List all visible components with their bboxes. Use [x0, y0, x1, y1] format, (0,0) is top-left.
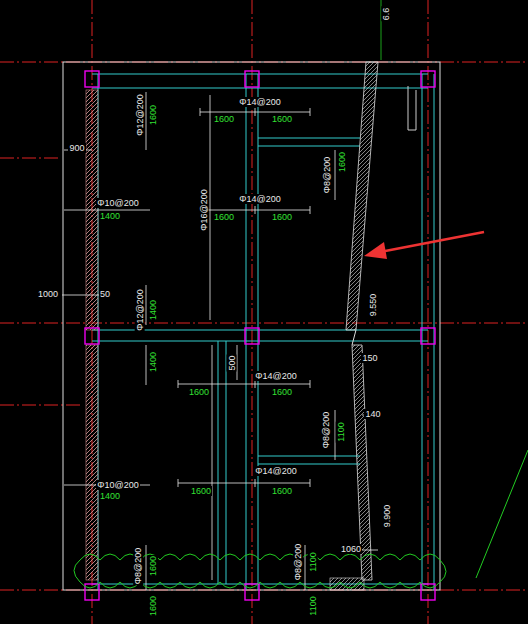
rebar-text: Φ8@200 [321, 411, 331, 449]
dimension-text: 1600 [213, 114, 235, 124]
dimension-text: 1600 [188, 387, 210, 397]
rebar-text: Φ8@200 [293, 543, 303, 581]
rebar-text: 6.6 [381, 7, 391, 22]
dimension-text: 1600 [271, 114, 293, 124]
dimension-text: 1100 [308, 595, 318, 616]
dimension-text: 1400 [148, 299, 158, 321]
dimension-text: 1600 [148, 595, 158, 617]
dimension-text: 1600 [271, 486, 293, 496]
dimension-text: 1600 [271, 212, 293, 222]
rebar-text: 140 [364, 409, 381, 419]
rebar-text: 1060 [340, 544, 362, 554]
rebar-text: Φ14@200 [238, 97, 281, 107]
rebar-text: Φ12@200 [135, 288, 145, 331]
rebar-text: Φ14@200 [238, 194, 281, 204]
rebar-text: Φ14@200 [254, 466, 297, 476]
dimension-text: 1600 [337, 151, 347, 173]
dimension-text: 1400 [99, 491, 121, 501]
dimension-text: 1600 [190, 486, 212, 496]
rebar-text: 500 [227, 354, 237, 371]
rebar-text: 900 [68, 143, 85, 153]
dimension-text: 1400 [99, 211, 121, 221]
rebar-text: Φ10@200 [96, 480, 139, 490]
rebar-text: Φ10@200 [96, 198, 139, 208]
rebar-text: 50 [99, 289, 111, 299]
rebar-text: Φ8@200 [133, 547, 143, 585]
dimension-text: 1100 [308, 551, 318, 572]
rebar-text: 9.550 [368, 293, 378, 318]
rebar-text: Φ12@200 [135, 93, 145, 136]
dimension-text: 1600 [148, 104, 158, 126]
rebar-text: 150 [361, 353, 378, 363]
dimension-text: 1600 [148, 555, 158, 577]
rebar-text: 9.900 [382, 504, 392, 529]
dimension-text: 1600 [213, 212, 235, 222]
rebar-text: 1000 [37, 289, 59, 299]
rebar-text: Φ16@200 [199, 188, 209, 231]
rebar-text: Φ8@200 [322, 156, 332, 194]
dimension-text: 1100 [336, 421, 346, 442]
dimension-text: 1600 [271, 387, 293, 397]
dimension-text: 1400 [148, 351, 158, 373]
rebar-text: Φ14@200 [254, 371, 297, 381]
